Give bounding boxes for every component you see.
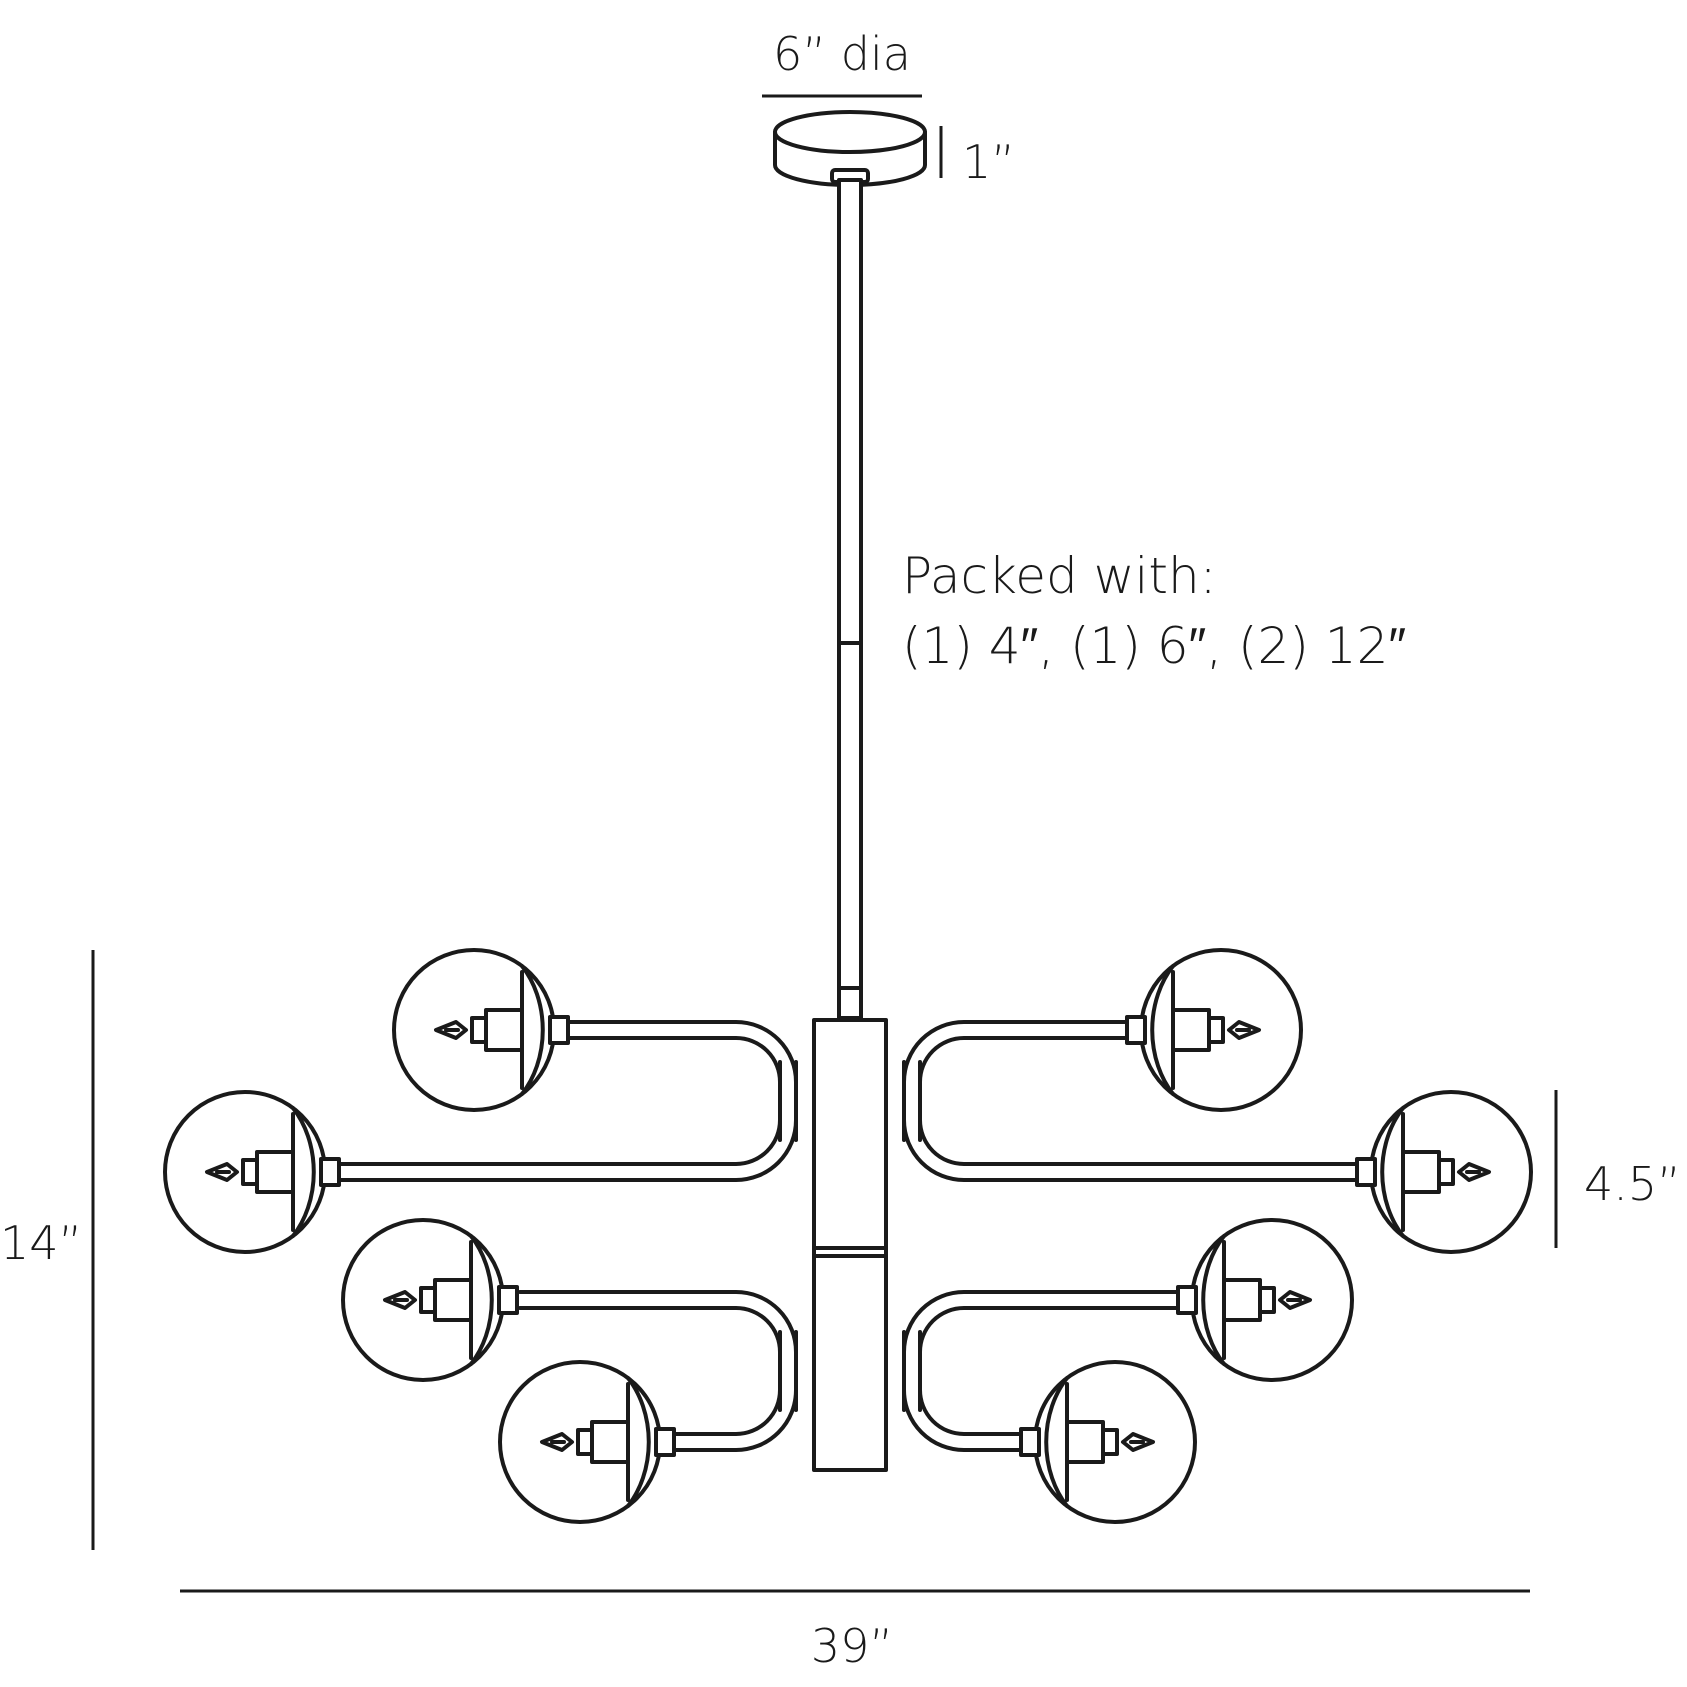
arm-right-bottom <box>902 1330 1030 1452</box>
packing-note: Packed with: (1) 4″, (1) 6″, (2) 12″ <box>902 547 1406 675</box>
arm-left-outer <box>338 1060 798 1182</box>
canopy-diameter-label: 6” dia <box>773 27 911 81</box>
overall-height-label: 14” <box>0 1216 82 1270</box>
globe-left-outer <box>163 1090 341 1254</box>
packed-with-title: Packed with: <box>902 547 1217 605</box>
globe-diameter-label: 4.5” <box>1584 1157 1681 1211</box>
globe-right-lower <box>1176 1218 1354 1382</box>
arm-right-outer <box>902 1060 1362 1182</box>
globe-right-bottom <box>1019 1360 1197 1524</box>
globes <box>163 948 1533 1524</box>
dimension-lines <box>91 94 1558 1593</box>
globe-left-lower <box>341 1218 519 1382</box>
globe-left-upper <box>392 948 570 1112</box>
globe-left-bottom <box>498 1360 676 1524</box>
arm-left-bottom <box>671 1330 798 1452</box>
overall-width-label: 39” <box>811 1619 893 1673</box>
packed-with-items: (1) 4″, (1) 6″, (2) 12″ <box>902 617 1406 675</box>
ceiling-canopy <box>773 110 927 187</box>
globe-right-upper <box>1125 948 1303 1112</box>
arm-right-upper <box>902 1020 1134 1142</box>
arm-left-upper <box>566 1020 798 1142</box>
globe-right-outer <box>1355 1090 1533 1254</box>
downrod <box>837 178 863 1020</box>
arms <box>338 1020 1362 1452</box>
center-column <box>812 1018 888 1472</box>
canopy-height-label: 1” <box>962 135 1015 189</box>
dimension-labels: 6” dia 1” 14” 4.5” 39” <box>0 27 1681 1673</box>
